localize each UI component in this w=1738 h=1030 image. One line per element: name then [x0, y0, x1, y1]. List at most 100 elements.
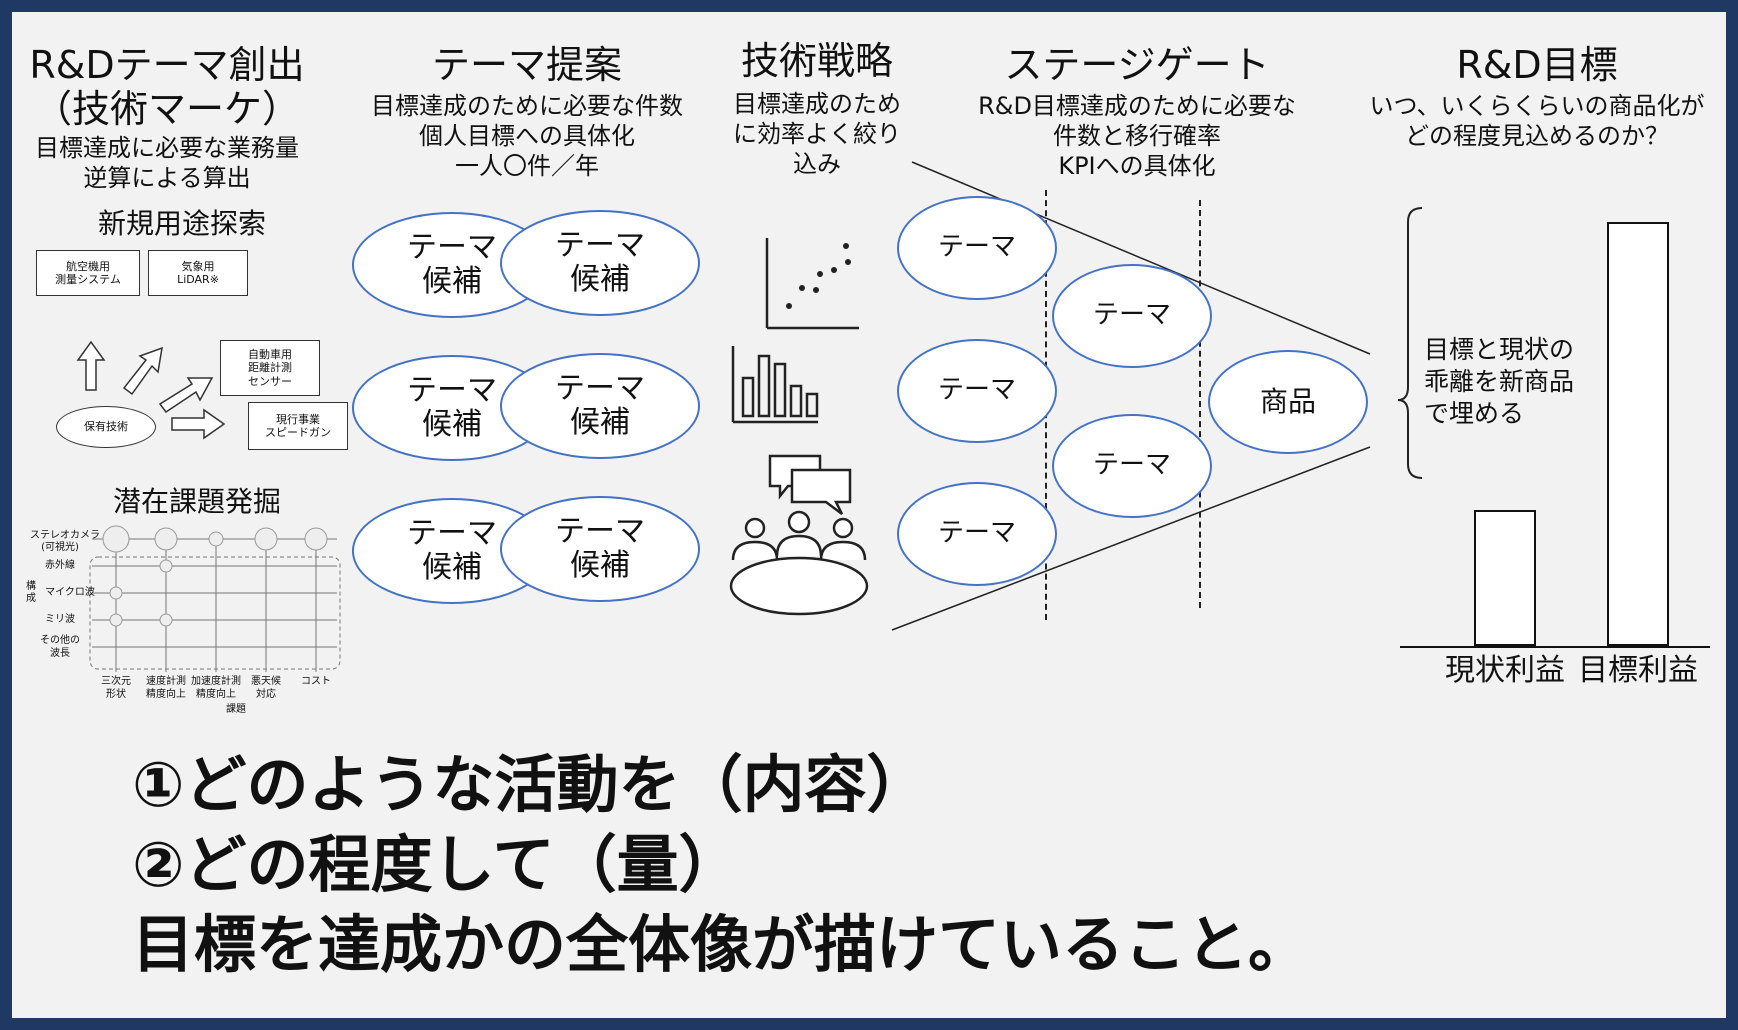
latent-title: 潜在課題発掘: [112, 485, 281, 518]
summary-line-2: ②どの程度して（量）: [132, 828, 741, 901]
auto-sensor-label-1: 自動車用: [248, 348, 292, 362]
candidate-line-1: テーマ: [407, 372, 497, 408]
gap-text-3: で埋める: [1424, 399, 1525, 428]
col-weather-1: 悪天候: [251, 676, 281, 687]
arrow-up-right: [122, 346, 163, 396]
col-cost: コスト: [301, 676, 331, 687]
chart-baseline: [1400, 646, 1710, 648]
proposal-desc-2: 個人目標への具体化: [419, 122, 635, 150]
funnel-top-line: [911, 161, 1371, 355]
candidate-label: テーマ候補: [407, 229, 497, 300]
col-3d-1: 三次元: [101, 676, 131, 687]
theme-ellipse: テーマ: [897, 482, 1057, 586]
col-accel-2: 精度向上: [196, 689, 236, 700]
auto-sensor-box: 自動車用 距離計測 センサー: [220, 340, 320, 396]
new-use-title: 新規用途探索: [97, 207, 266, 240]
stagegate-desc-3: KPIへの具体化: [1058, 152, 1216, 180]
theme-label: テーマ: [937, 375, 1016, 406]
row-microwave: マイクロ波: [45, 587, 95, 598]
candidate-label: テーマ候補: [555, 227, 645, 298]
new-use-arrows: [76, 340, 226, 440]
theme-label: テーマ: [937, 232, 1016, 263]
row-stereo-2: (可視光): [41, 542, 79, 553]
theme-ellipse: テーマ: [897, 196, 1057, 300]
stagegate-desc-2: 件数と移行確率: [1053, 122, 1221, 150]
owned-tech-label: 保有技術: [84, 420, 128, 434]
theme-label: テーマ: [937, 518, 1016, 549]
candidate-line-1: テーマ: [555, 227, 645, 263]
strategy-icons: [729, 238, 869, 616]
proposal-desc-1: 目標達成のために必要な件数: [371, 92, 683, 120]
gap-text-1: 目標と現状の: [1424, 335, 1575, 364]
candidate-line-1: テーマ: [555, 513, 645, 549]
col-weather-2: 対応: [256, 689, 276, 700]
col-accel-1: 加速度計測: [191, 676, 241, 687]
product-label: 商品: [1259, 384, 1316, 418]
candidate-line-2: 候補: [422, 550, 482, 585]
auto-sensor-label-3: センサー: [248, 374, 292, 388]
theme-label: テーマ: [1092, 450, 1171, 481]
row-stereo-1: ステレオカメラ: [30, 530, 100, 541]
row-infrared: 赤外線: [45, 560, 75, 571]
current-profit-bar: [1474, 510, 1536, 646]
candidate-line-2: 候補: [570, 405, 630, 440]
creation-desc-1: 目標達成に必要な業務量: [35, 134, 299, 162]
theme-label: テーマ: [1092, 300, 1171, 331]
creation-desc-2: 逆算による算出: [83, 164, 251, 192]
meeting-icon: [729, 454, 869, 616]
candidate-label: テーマ候補: [407, 372, 497, 443]
current-profit-label: 現状利益: [1445, 653, 1565, 688]
speed-gun-label-1: 現行事業: [276, 412, 320, 426]
funnel-lines: [891, 161, 1371, 631]
candidate-line-1: テーマ: [555, 370, 645, 406]
target-desc-2: どの程度見込めるのか？: [1405, 122, 1669, 150]
col-speed-1: 速度計測: [146, 676, 186, 687]
candidate-ellipse: テーマ候補: [500, 353, 700, 459]
theme-ellipse: テーマ: [1052, 414, 1212, 518]
weather-lidar-label-1: 気象用: [181, 259, 215, 273]
stagegate-desc-1: R&D目標達成のために必要な: [978, 92, 1296, 120]
aircraft-survey-box: 航空機用 測量システム: [36, 250, 140, 296]
theme-ellipse: テーマ: [1052, 264, 1212, 368]
creation-title: R&Dテーマ創出: [29, 43, 305, 87]
summary-line-1: ①どのような活動を（内容）: [132, 748, 929, 821]
latent-matrix: [89, 525, 341, 672]
axis-issue-label: 課題: [226, 704, 246, 715]
candidate-label: テーマ候補: [555, 370, 645, 441]
weather-lidar-box: 気象用 LiDAR※: [148, 250, 248, 296]
owned-tech-ellipse: 保有技術: [56, 406, 156, 448]
theme-ellipse: テーマ: [897, 339, 1057, 443]
target-profit-bar: [1607, 222, 1669, 646]
candidate-label: テーマ候補: [555, 513, 645, 584]
candidate-ellipse: テーマ候補: [500, 210, 700, 316]
strategy-desc-3: 込み: [793, 150, 841, 178]
candidate-line-1: テーマ: [407, 229, 497, 265]
target-desc-1: いつ、いくらくらいの商品化が: [1369, 92, 1705, 120]
candidate-line-2: 候補: [422, 264, 482, 299]
arrow-right: [171, 408, 226, 440]
scatter-plot-icon: [765, 238, 859, 330]
side-label-2: 成: [26, 593, 36, 604]
product-ellipse: 商品: [1208, 350, 1368, 454]
proposal-desc-3: 一人〇件／年: [455, 152, 599, 180]
candidate-line-2: 候補: [570, 548, 630, 583]
candidate-line-2: 候補: [570, 262, 630, 297]
strategy-title: 技術戦略: [740, 39, 893, 83]
proposal-title: テーマ提案: [431, 43, 622, 87]
weather-lidar-label-2: LiDAR※: [177, 273, 219, 286]
row-other-2: 波長: [50, 648, 70, 659]
profit-bar-chart: 現状利益 目標利益: [1400, 202, 1710, 692]
col-3d-2: 形状: [106, 689, 126, 700]
row-mmwave: ミリ波: [45, 614, 75, 625]
slide: R&Dテーマ創出 （技術マーケ） 目標達成に必要な業務量 逆算による算出 テーマ…: [12, 12, 1726, 1018]
side-label-1: 構: [26, 581, 36, 592]
candidate-line-2: 候補: [422, 407, 482, 442]
gate-line-2: [1199, 200, 1201, 608]
target-title: R&D目標: [1456, 43, 1618, 87]
bar-chart-icon: [731, 346, 819, 424]
strategy-desc-2: に効率よく絞り: [733, 120, 901, 148]
arrow-up-1: [76, 340, 106, 391]
candidate-line-1: テーマ: [407, 515, 497, 551]
gap-brace: [1397, 207, 1423, 479]
aircraft-survey-label-2: 測量システム: [55, 273, 121, 286]
